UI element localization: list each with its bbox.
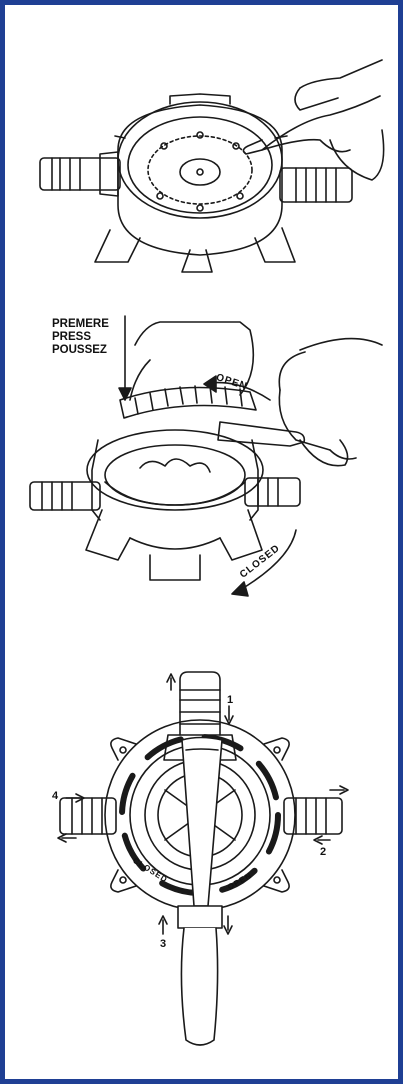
port-label-4: 4	[52, 790, 59, 802]
hose-spigot-left	[39, 151, 121, 197]
pump-handle	[177, 736, 223, 1046]
port-label-1: 1	[227, 694, 234, 706]
side-spigots	[59, 797, 343, 835]
port-label-3: 3	[160, 938, 167, 950]
press-label-en: PRESS	[52, 331, 91, 343]
hose-spigot-right-2	[244, 477, 301, 507]
press-label-fr-2: POUSSEZ	[52, 344, 107, 356]
closed-arrow	[231, 529, 297, 597]
pump-body-open-top	[94, 93, 296, 273]
hose-spigot-right	[279, 167, 353, 203]
hand-pointing	[242, 59, 385, 181]
open-arrow	[203, 375, 271, 401]
top-spigot	[163, 671, 237, 761]
hand-gripping-tool	[217, 337, 383, 467]
pump-body-turning	[85, 429, 264, 581]
press-arrow	[118, 315, 132, 401]
port-label-2: 2	[320, 846, 327, 858]
arm-pressing	[119, 321, 257, 419]
press-label-fr-1: PREMERE	[52, 318, 109, 330]
hose-spigot-left-2	[29, 481, 101, 511]
